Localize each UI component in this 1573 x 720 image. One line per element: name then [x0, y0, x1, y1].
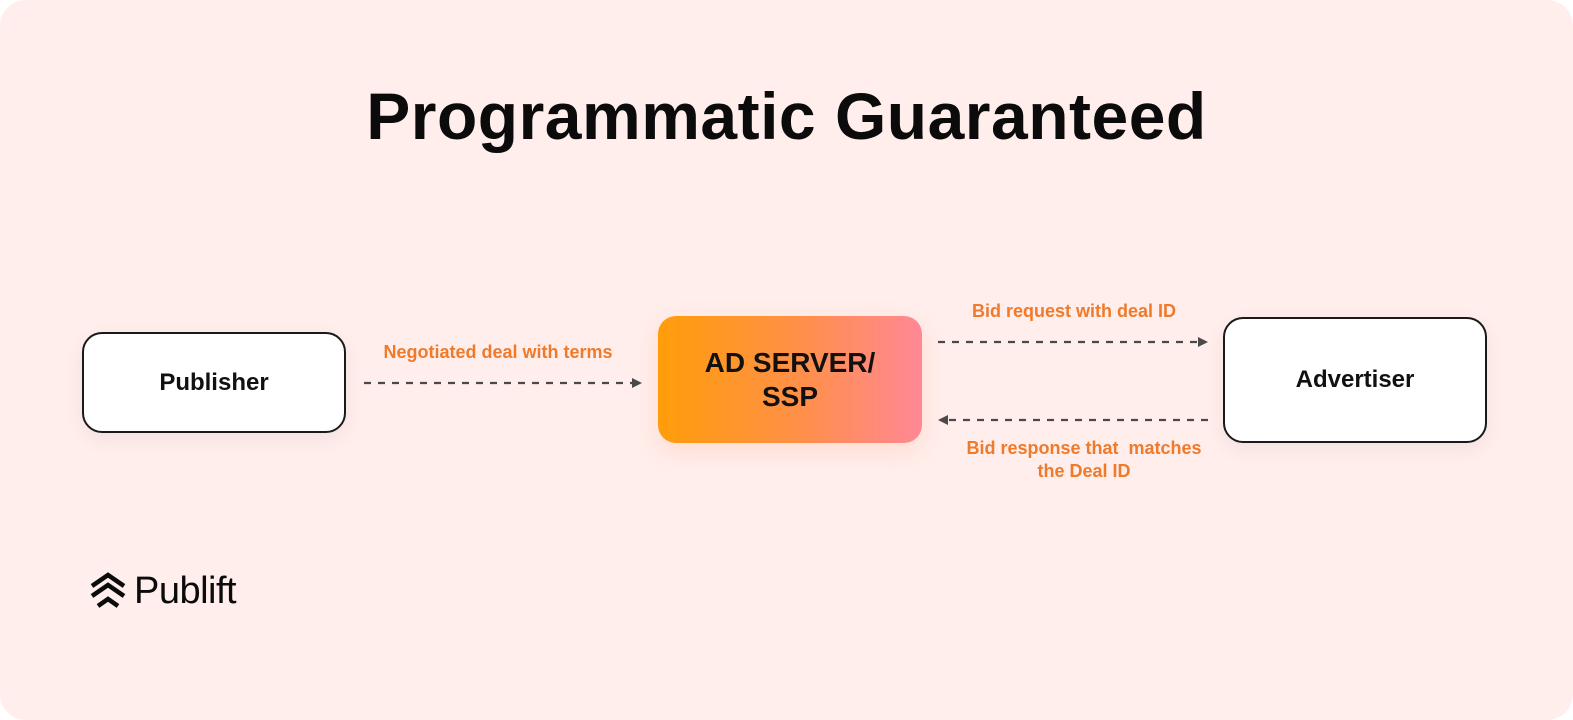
publisher-node: Publisher: [82, 332, 346, 433]
publisher-label: Publisher: [159, 368, 269, 396]
bid-request-label: Bid request with deal ID: [971, 301, 1177, 321]
publift-logo: Publift: [88, 570, 237, 613]
negotiated-deal-label: Negotiated deal with terms: [383, 342, 613, 362]
bid-response-label: Bid response that matches the Deal ID: [950, 437, 1218, 483]
advertiser-label: Advertiser: [1295, 366, 1415, 393]
ad-server-label-line2: SSP: [761, 380, 818, 412]
publift-logo-text: Publift: [134, 570, 237, 612]
bid-response-label-line1: Bid response that matches: [966, 438, 1202, 458]
publift-chevrons-icon: [90, 571, 126, 608]
ad-server-label-line1: AD SERVER/: [704, 346, 876, 378]
diagram-title: Programmatic Guaranteed: [366, 79, 1207, 153]
advertiser-node: Advertiser: [1223, 317, 1487, 443]
ad-server-ssp-node: AD SERVER/ SSP: [658, 316, 922, 443]
bid-response-label-line2: the Deal ID: [1037, 461, 1131, 481]
